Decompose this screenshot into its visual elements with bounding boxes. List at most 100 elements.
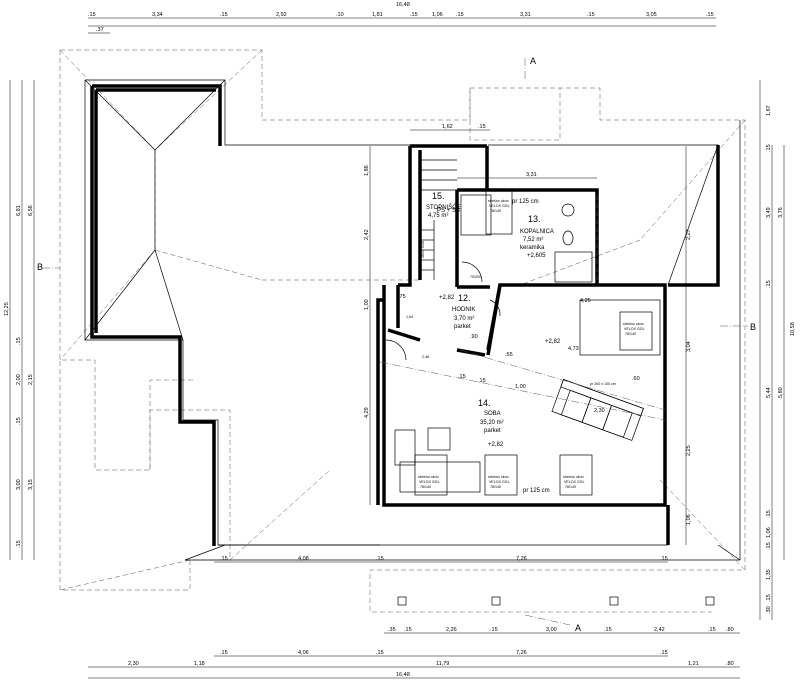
svg-text:.15: .15: [458, 374, 466, 380]
svg-text:.15: .15: [16, 540, 22, 548]
roof-window: [485, 189, 513, 235]
skylight-size: pr 200 x 100 cm: [590, 382, 616, 386]
svg-text:2,30: 2,30: [594, 408, 605, 414]
bath-area: 7,52 m²: [523, 237, 543, 243]
dimension-texts: 16,48 .15 3,34 .15 2,92 .10 1,81 .15 1,0…: [4, 2, 796, 678]
svg-text:2,42: 2,42: [654, 627, 665, 633]
svg-text:.15: .15: [376, 556, 384, 562]
misc-a: 1,64: [406, 315, 413, 319]
svg-text:2,92: 2,92: [276, 12, 287, 18]
svg-text:.15: .15: [220, 556, 228, 562]
bath-level: +2,605: [527, 253, 546, 259]
table: [399, 461, 481, 493]
svg-text:.15: .15: [478, 378, 486, 384]
svg-text:strešno okno: strešno okno: [623, 322, 644, 326]
stair-note: 16/17,5/26: [421, 241, 425, 258]
svg-text:3,04: 3,04: [686, 341, 692, 352]
pr-top-label: pr 125 cm: [512, 199, 539, 205]
svg-text:5,44: 5,44: [766, 387, 772, 398]
svg-text:VELOX GGL: VELOX GGL: [489, 204, 510, 208]
svg-text:.15: .15: [88, 12, 96, 18]
svg-text:3,00: 3,00: [16, 479, 22, 490]
svg-text:.15: .15: [376, 650, 384, 656]
svg-text:.15: .15: [766, 144, 772, 152]
svg-text:2,26: 2,26: [446, 627, 457, 633]
svg-text:2,00: 2,00: [16, 374, 22, 385]
svg-text:.35: .35: [388, 627, 396, 633]
svg-text:.15: .15: [766, 510, 772, 518]
svg-text:1,81: 1,81: [372, 12, 383, 18]
roof-outline: [59, 49, 746, 613]
column: [491, 596, 501, 606]
svg-text:.15: .15: [16, 417, 22, 425]
svg-text:1,06: 1,06: [432, 12, 443, 18]
svg-text:2,42: 2,42: [364, 229, 370, 240]
room-labels: 15. STOPNIŠĆE 4,75 m² 13. KOPALNICA 7,52…: [426, 191, 554, 448]
svg-text:6,56: 6,56: [28, 205, 34, 216]
svg-text:3,34: 3,34: [152, 12, 163, 18]
svg-text:6,81: 6,81: [16, 205, 22, 216]
hall-floor: parket: [454, 324, 471, 330]
svg-text:.15: .15: [220, 12, 228, 18]
svg-text:1,18: 1,18: [194, 661, 205, 667]
svg-text:.15: .15: [604, 627, 612, 633]
section-a-bottom: A: [575, 623, 581, 633]
svg-text:78/140: 78/140: [490, 485, 501, 489]
stairs-number: 15.: [432, 191, 445, 201]
svg-text:3,15: 3,15: [28, 479, 34, 490]
stairs-name: STOPNIŠĆE: [426, 204, 461, 211]
stair-treads: [420, 159, 457, 280]
pr-bottom-label: pr 125 cm: [523, 488, 550, 494]
column: [705, 596, 715, 606]
svg-text:11,79: 11,79: [436, 661, 449, 667]
room-name: SOBA: [484, 411, 501, 417]
svg-text:.10: .10: [336, 12, 344, 18]
svg-text:.75: .75: [398, 294, 406, 300]
svg-text:78/140: 78/140: [420, 485, 431, 489]
section-markers: A A B B: [37, 56, 756, 633]
svg-text:4,25: 4,25: [580, 298, 591, 304]
roof-window: [484, 454, 518, 496]
room-area: 35,20 m²: [480, 420, 504, 426]
bed: [579, 299, 661, 356]
svg-text:VELOX GGL: VELOX GGL: [419, 480, 440, 484]
svg-text:.15: .15: [660, 556, 668, 562]
hall2-level: +2,82: [545, 339, 561, 345]
svg-text:.15: .15: [706, 12, 714, 18]
svg-text:2,27: 2,27: [686, 229, 692, 240]
washbasin: [561, 203, 575, 217]
svg-text:.15: .15: [766, 542, 772, 550]
roof-window-labels: strešno okno VELOX GGL 78/140 strešno ok…: [418, 199, 645, 489]
svg-text:4,73: 4,73: [568, 346, 579, 352]
section-a-top: A: [530, 56, 536, 66]
bath-number: 13.: [528, 214, 541, 224]
bath-name: KOPALNICA: [520, 229, 554, 235]
roof-window: [619, 311, 653, 351]
svg-text:4,08: 4,08: [298, 556, 309, 562]
svg-text:.15: .15: [404, 627, 412, 633]
svg-text:1,06: 1,06: [766, 527, 772, 538]
dim-bottom-total: 16,48: [396, 672, 410, 678]
svg-text:strešno okno: strešno okno: [418, 475, 439, 479]
svg-text:.15: .15: [478, 124, 486, 130]
svg-text:1,21: 1,21: [688, 661, 699, 667]
svg-text:.80: .80: [726, 627, 734, 633]
svg-text:3,76: 3,76: [778, 207, 784, 218]
svg-text:.15: .15: [660, 650, 668, 656]
svg-text:.15: .15: [410, 12, 418, 18]
svg-text:2,15: 2,15: [28, 374, 34, 385]
door-swing: [385, 339, 407, 361]
room-number: 14.: [478, 398, 491, 408]
svg-text:.15: .15: [456, 12, 464, 18]
svg-text:1,67: 1,67: [766, 105, 772, 116]
svg-text:3,31: 3,31: [520, 12, 531, 18]
svg-text:4,29: 4,29: [364, 407, 370, 418]
svg-text:3,49: 3,49: [766, 207, 772, 218]
walls: [90, 84, 720, 546]
sofa: [551, 378, 644, 441]
svg-text:12,25: 12,25: [4, 302, 10, 316]
svg-text:.37: .37: [96, 27, 104, 33]
svg-text:1,62: 1,62: [442, 124, 453, 130]
svg-text:VELOX GGL: VELOX GGL: [564, 480, 585, 484]
section-b-left: B: [37, 262, 43, 272]
